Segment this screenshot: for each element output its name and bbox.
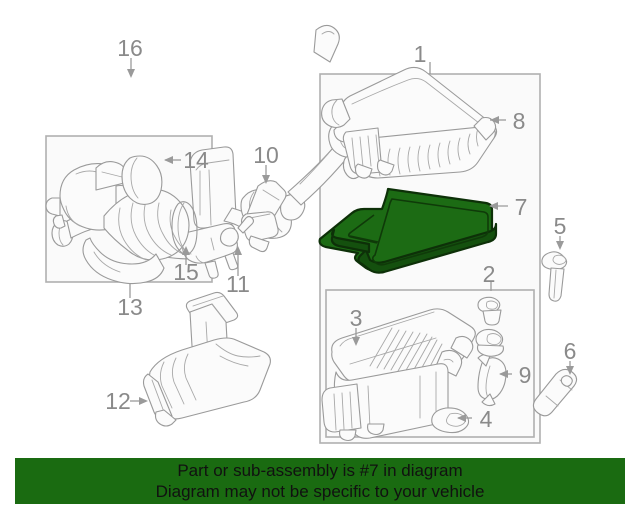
- leader-16: [127, 58, 135, 78]
- callout-label-14: 14: [183, 147, 209, 173]
- leader-7: [489, 202, 508, 210]
- part-air-intake-hose: [45, 155, 198, 285]
- part-grommet-upper: [477, 296, 502, 326]
- callout-label-8: 8: [513, 108, 526, 134]
- part-screw: [219, 215, 255, 247]
- part-grommet-ring: [431, 407, 470, 434]
- part-mounting-bolt: [541, 251, 568, 302]
- banner-line-disclaimer: Diagram may not be specific to your vehi…: [155, 482, 485, 501]
- callout-label-7: 7: [515, 194, 528, 220]
- part-air-cleaner-housing-lower: [321, 308, 476, 442]
- part-grommet-lower: [475, 328, 504, 357]
- leader-9: [499, 370, 512, 378]
- callout-label-11: 11: [226, 271, 250, 297]
- leader-5: [556, 236, 564, 250]
- callout-label-2: 2: [483, 261, 496, 287]
- leader-3: [352, 328, 360, 346]
- part-o-ring: [171, 201, 198, 255]
- part-bracket: [477, 353, 507, 407]
- callout-label-13: 13: [117, 294, 143, 320]
- part-air-filter-element-highlighted: [318, 187, 498, 274]
- leader-10: [262, 165, 270, 184]
- callout-label-15: 15: [173, 259, 199, 285]
- leader-15: [182, 246, 190, 265]
- leader-6: [566, 361, 574, 375]
- callout-label-16: 16: [117, 35, 143, 61]
- callout-label-4: 4: [480, 406, 493, 432]
- callout-label-12: 12: [105, 388, 131, 414]
- callout-label-5: 5: [554, 213, 567, 239]
- callout-label-9: 9: [519, 362, 532, 388]
- leader-14: [164, 156, 181, 164]
- leader-8: [490, 116, 506, 124]
- part-air-cleaner-cover: [321, 66, 498, 179]
- part-seal-cap: [121, 155, 163, 205]
- callout-label-6: 6: [564, 338, 577, 364]
- part-air-inlet-duct: [142, 291, 271, 427]
- callout-label-10: 10: [253, 142, 279, 168]
- callout-label-3: 3: [350, 305, 363, 331]
- diagram-note-banner: Part or sub-assembly is #7 in diagram Di…: [15, 458, 625, 504]
- callout-label-1: 1: [414, 41, 427, 67]
- leader-12: [130, 397, 148, 405]
- banner-line-part-number: Part or sub-assembly is #7 in diagram: [177, 461, 463, 480]
- leader-11: [234, 246, 242, 276]
- leader-4: [457, 414, 472, 422]
